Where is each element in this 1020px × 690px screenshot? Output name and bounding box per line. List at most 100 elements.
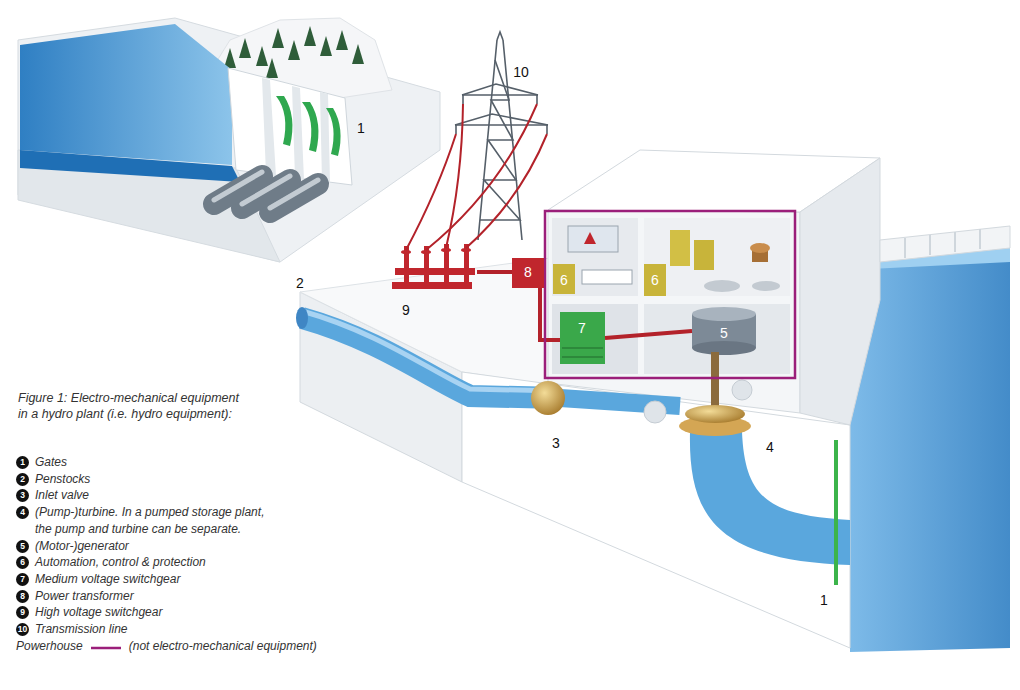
legend-text: Transmission line	[35, 621, 127, 638]
legend-number: 6	[16, 556, 29, 569]
hv-switchgear	[441, 248, 451, 252]
legend-text: High voltage switchgear	[35, 604, 162, 621]
legend-row: Powerhouse (not electro-mechanical equipm…	[16, 638, 376, 655]
powerhouse-outline	[545, 211, 795, 378]
legend-row: 8 Power transformer	[16, 588, 376, 605]
power-cable	[605, 331, 692, 338]
legend-line-sample	[89, 641, 123, 653]
legend-note: (not electro-mechanical equipment)	[129, 638, 317, 655]
control-cabinet	[670, 230, 690, 266]
callout-number: 4	[766, 439, 774, 455]
tree	[352, 44, 364, 64]
floor-opening	[704, 280, 740, 292]
shaft	[711, 352, 719, 414]
penstock	[214, 172, 318, 212]
pier-teeth	[929, 235, 931, 255]
dam-wall	[228, 68, 352, 185]
legend-number: 9	[16, 606, 29, 619]
power-cable	[540, 288, 560, 340]
draft-tube	[690, 432, 850, 565]
gate	[276, 96, 292, 146]
intake-piers	[880, 226, 1010, 262]
hv-switchgear	[461, 248, 471, 252]
dam-pier	[320, 92, 330, 183]
legend-text: Medium voltage switchgear	[35, 571, 180, 588]
cutaway-rooms	[552, 304, 638, 374]
power-cable	[477, 270, 512, 274]
tower-block-front	[548, 210, 800, 413]
base-front-face	[462, 372, 850, 648]
switchgear-line	[562, 347, 603, 349]
tree	[304, 26, 316, 46]
legend-number: 1	[16, 456, 29, 469]
reservoir-water	[20, 24, 232, 165]
tree	[239, 38, 251, 58]
legend-row: 3 Inlet valve	[16, 487, 376, 504]
tree	[320, 36, 332, 56]
callout-number: 6	[560, 272, 568, 288]
control-console	[582, 270, 632, 284]
legend-number: 5	[16, 540, 29, 553]
pier-teeth	[954, 232, 956, 252]
callout-number: 1	[357, 120, 365, 136]
generator	[692, 307, 756, 321]
legend-text: Inlet valve	[35, 487, 89, 504]
overhead-line	[466, 134, 547, 248]
legend-row: 4(Pump-)turbine. In a pumped storage pla…	[16, 504, 376, 537]
legend-row: 1Gates	[16, 454, 376, 471]
hv-switchgear	[401, 250, 411, 254]
legend-row: 9 High voltage switchgear	[16, 604, 376, 621]
callout-number: 2	[296, 275, 304, 291]
pier-teeth	[904, 238, 906, 258]
legend-text: Automation, control & protection	[35, 554, 206, 571]
cutaway-rooms	[644, 218, 790, 296]
figure-caption: Figure 1: Electro-mechanical equipment i…	[18, 390, 245, 422]
power-cable	[477, 272, 692, 340]
control-cabinet	[644, 264, 666, 296]
screen-mark	[584, 232, 596, 244]
gate	[302, 102, 318, 152]
pier-teeth	[905, 229, 980, 258]
hv-switchgear	[392, 244, 475, 289]
wall-opening	[644, 401, 666, 423]
generator	[692, 341, 756, 355]
legend-number: 7	[16, 573, 29, 586]
tree	[224, 26, 364, 78]
transmission-tower	[455, 84, 548, 125]
dam-pier	[262, 78, 276, 176]
powerhouse-building	[300, 150, 1010, 648]
tower-block-side	[800, 158, 880, 425]
outlet-gate	[834, 440, 838, 585]
overhead-line	[406, 104, 547, 250]
legend: 1Gates2Penstocks3 Inlet valve4(Pump-)turb…	[16, 454, 376, 654]
legend-text: Powerhouse	[16, 638, 83, 655]
legend-text: Power transformer	[35, 588, 134, 605]
callout-number: 8	[524, 264, 532, 280]
legend-number: 10	[16, 623, 29, 636]
tree	[336, 30, 348, 50]
control-cabinet	[694, 240, 714, 270]
legend-text: (Pump-)turbine. In a pumped storage plan…	[35, 504, 275, 537]
switchgear	[560, 312, 605, 364]
overhead-line	[446, 104, 463, 248]
legend-text: Penstocks	[35, 471, 90, 488]
control-screen	[568, 226, 618, 252]
cutaway-rooms	[552, 218, 790, 374]
callout-number: 10	[513, 64, 529, 80]
legend-number: 3	[16, 489, 29, 502]
gate	[326, 108, 341, 156]
legend-row: 10 Transmission line	[16, 621, 376, 638]
power-transformer	[512, 258, 544, 288]
dam-pier	[292, 86, 304, 180]
inlet-valve	[531, 381, 565, 415]
legend-line-sample	[91, 646, 121, 649]
legend-row: 2Penstocks	[16, 471, 376, 488]
reservoir-front	[20, 150, 240, 182]
dam-scene	[18, 18, 440, 262]
callout-number: 1	[820, 592, 828, 608]
legend-row: 5(Motor-)generator	[16, 538, 376, 555]
tree	[266, 58, 278, 78]
legend-number: 8	[16, 590, 29, 603]
